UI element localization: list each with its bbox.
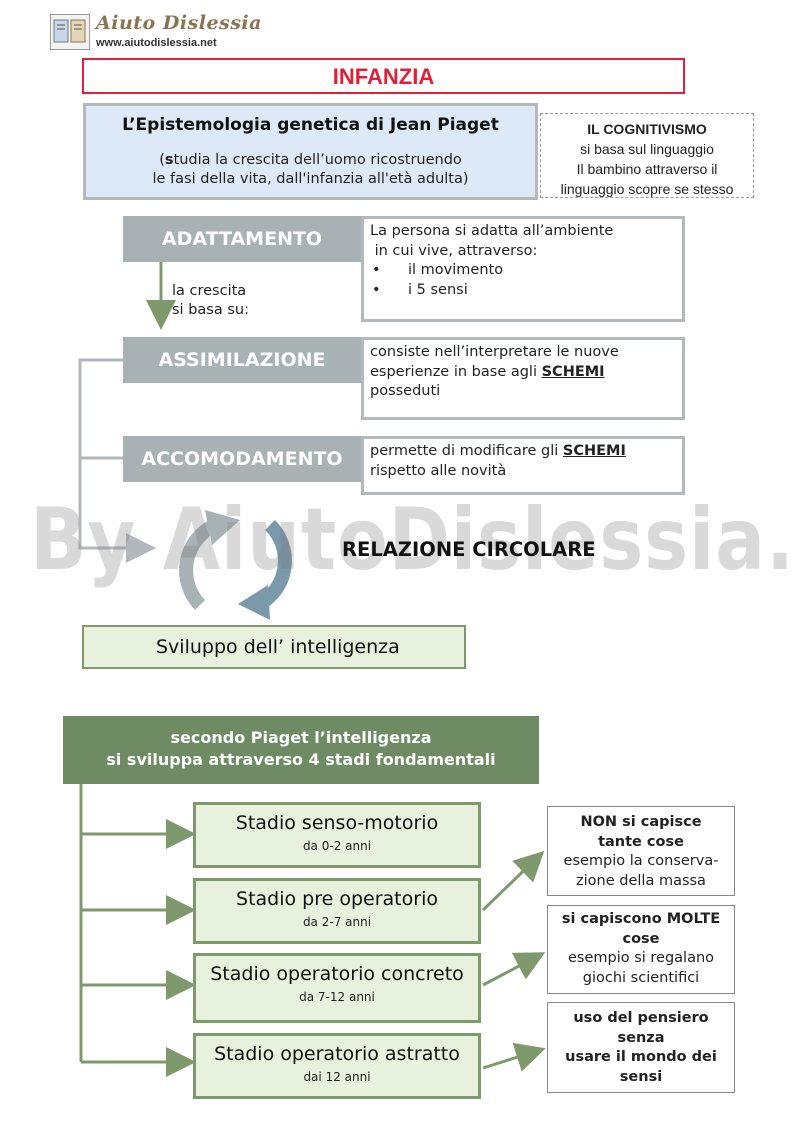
cognitivismo-box: IL COGNITIVISMO si basa sul linguaggio I… <box>540 113 754 198</box>
adattamento-text-2: in cui vive, attraverso: <box>370 242 538 259</box>
piaget-subtitle: (studia la crescita dell’uomo ricostruen… <box>86 151 535 189</box>
adattamento-bullet-2: i 5 sensi <box>370 281 676 301</box>
logo-url: www.aiutodislessia.net <box>96 37 217 49</box>
note-text-2: sensi <box>619 1068 663 1085</box>
accomodamento-schemi: SCHEMI <box>562 443 626 459</box>
stadio-title: Stadio senso-motorio <box>235 812 439 834</box>
note-senso-motorio: NON si capisce tante cose esempio la con… <box>547 806 735 896</box>
stadi-header: secondo Piaget l’intelligenza si svilupp… <box>63 716 539 784</box>
accomodamento-text-1: permette di modificare gli <box>370 443 563 459</box>
note-bold-1: si capiscono MOLTE <box>561 911 721 927</box>
logo-title: Aiuto Dislessia <box>96 12 262 34</box>
accomodamento-label: ACCOMODAMENTO <box>123 436 361 482</box>
watermark: By AiutoDislessia.net <box>30 490 793 590</box>
stadi-header-2: si sviluppa attraverso 4 stadi fondament… <box>106 750 496 769</box>
growth-caption: la crescita si basa su: <box>172 282 249 320</box>
stadio-title: Stadio operatorio concreto <box>210 963 464 985</box>
note-text-1: esempio si regalano <box>567 950 715 966</box>
stadio-operatorio-concreto: Stadio operatorio concreto da 7-12 anni <box>193 953 481 1023</box>
assimilazione-schemi: SCHEMI <box>541 363 605 380</box>
note-text-1: usare il mondo dei <box>565 1049 717 1065</box>
adattamento-text-box: La persona si adatta all’ambiente in cui… <box>361 216 685 322</box>
piaget-heading: L’Epistemologia genetica di Jean Piaget <box>122 115 499 135</box>
stadi-header-1: secondo Piaget l’intelligenza <box>170 728 432 747</box>
accomodamento-text-2: rispetto alle novità <box>370 462 507 479</box>
cognitivismo-line-1: si basa sul linguaggio <box>580 141 714 157</box>
stadio-age: da 2-7 anni <box>302 915 372 929</box>
note-text-2: giochi scientifici <box>582 969 700 986</box>
adattamento-text-1: La persona si adatta all’ambiente <box>370 223 614 239</box>
note-operatorio: uso del pensiero senza usare il mondo de… <box>547 1002 735 1093</box>
stadio-operatorio-astratto: Stadio operatorio astratto dai 12 anni <box>193 1033 481 1099</box>
adattamento-label: ADATTAMENTO <box>123 216 361 262</box>
adattamento-bullet-1: il movimento <box>370 261 676 281</box>
assimilazione-label: ASSIMILAZIONE <box>123 337 361 383</box>
stadio-title: Stadio pre operatorio <box>236 888 438 910</box>
note-text-2: zione della massa <box>576 872 706 889</box>
relazione-circolare: RELAZIONE CIRCOLARE <box>342 538 596 561</box>
logo-icon <box>50 14 90 50</box>
stadio-title: Stadio operatorio astratto <box>214 1043 460 1065</box>
assimilazione-text-3: posseduti <box>370 383 441 399</box>
stadio-age: da 7-12 anni <box>299 990 375 1004</box>
stadio-age: dai 12 anni <box>303 1070 371 1084</box>
growth-caption-2: si basa su: <box>172 302 249 318</box>
accomodamento-text-box: permette di modificare gli SCHEMI rispet… <box>361 436 685 495</box>
cognitivismo-line-2: Il bambino attraverso il <box>576 161 718 177</box>
note-bold-2: tante cose <box>598 833 684 850</box>
growth-caption-1: la crescita <box>172 283 247 299</box>
assimilazione-text-1: consiste nell’interpretare le nuove <box>370 344 619 360</box>
note-text-1: esempio la conserva- <box>563 853 719 869</box>
stadio-age: da 0-2 anni <box>302 839 372 853</box>
stadio-pre-operatorio: Stadio pre operatorio da 2-7 anni <box>193 878 481 944</box>
note-pre-operatorio: si capiscono MOLTE cose esempio si regal… <box>547 905 735 994</box>
piaget-paren: ( <box>159 152 165 168</box>
piaget-sub-1: tudia la crescita dell’uomo ricostruendo <box>173 152 462 168</box>
piaget-box: L’Epistemologia genetica di Jean Piaget … <box>83 103 538 200</box>
assimilazione-text-2: esperienze in base agli <box>370 363 542 380</box>
stadio-senso-motorio: Stadio senso-motorio da 0-2 anni <box>193 802 481 868</box>
note-bold-2: cose <box>622 930 660 947</box>
note-bold-1: uso del pensiero <box>573 1010 709 1026</box>
assimilazione-text-box: consiste nell’interpretare le nuove espe… <box>361 337 685 420</box>
note-bold-1: NON si capisce <box>580 814 702 830</box>
page-title: INFANZIA <box>82 58 685 94</box>
piaget-sub-2: le fasi della vita, dall'infanzia all'et… <box>152 171 469 187</box>
note-bold-2: senza <box>617 1029 665 1046</box>
cognitivismo-line-3: linguaggio scopre se stesso <box>560 181 734 197</box>
piaget-bold-s: s <box>164 152 174 168</box>
sviluppo-intelligenza: Sviluppo dell’ intelligenza <box>82 625 466 669</box>
cognitivismo-heading: IL COGNITIVISMO <box>587 121 707 137</box>
